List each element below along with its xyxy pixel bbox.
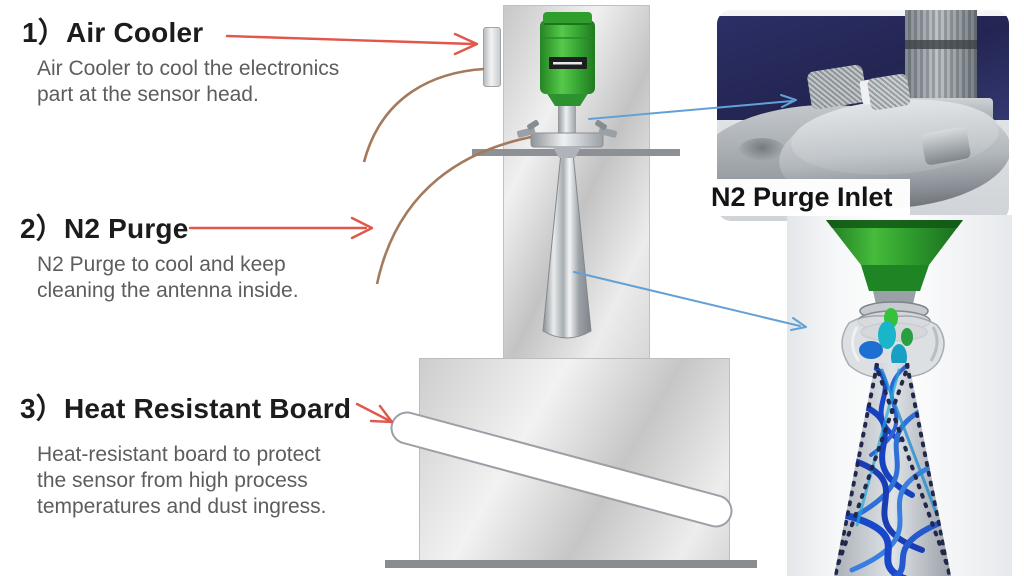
air-cooler-unit [483,27,501,87]
photo-bolt-hole [739,138,785,162]
cfd-simulation-image [787,215,1012,576]
cfd-cluster-highlight [851,326,861,362]
cfd-flow-teal [878,321,896,349]
cfd-graphic [826,220,963,576]
cfd-head-underside [826,220,963,228]
arrow-n2-purge-head [350,216,374,240]
cfd-head-collar [861,265,929,291]
arrow-board [355,402,390,422]
cfd-streamlines [834,363,951,576]
annotation-2-body: N2 Purge to cool and keep cleaning the a… [37,253,299,303]
annotation-2-title: 2）N2 Purge [20,213,189,244]
annotation-1-title: 1）Air Cooler [22,17,204,48]
cfd-cluster-shadow [929,326,939,362]
annotation-1-body: Air Cooler to cool the electronics part … [37,57,340,107]
annotation-3-title: 3）Heat Resistant Board [20,393,352,424]
n2-purge-inlet-label: N2 Purge Inlet [702,179,910,216]
cfd-flow-blue [859,341,883,359]
annotation-3-body: Heat-resistant board to protect the sens… [37,443,327,519]
photo-fitting-nut [866,73,912,111]
lower-vessel-box [419,358,730,562]
mounting-plate [472,149,680,156]
n2-purge-inlet-photo [717,10,1009,221]
upper-vessel-panel [503,5,650,367]
photo-pipe-band [905,40,977,49]
arrow-air-cooler [225,34,475,46]
photo-sensor-pipe [905,10,977,106]
arrow-board-head [369,404,394,424]
arrow-air-cooler-head [453,32,479,56]
cfd-green-head [826,220,963,265]
air-cooler-tube [362,67,485,163]
base-line [385,560,757,568]
cfd-flow-green2 [901,328,913,346]
